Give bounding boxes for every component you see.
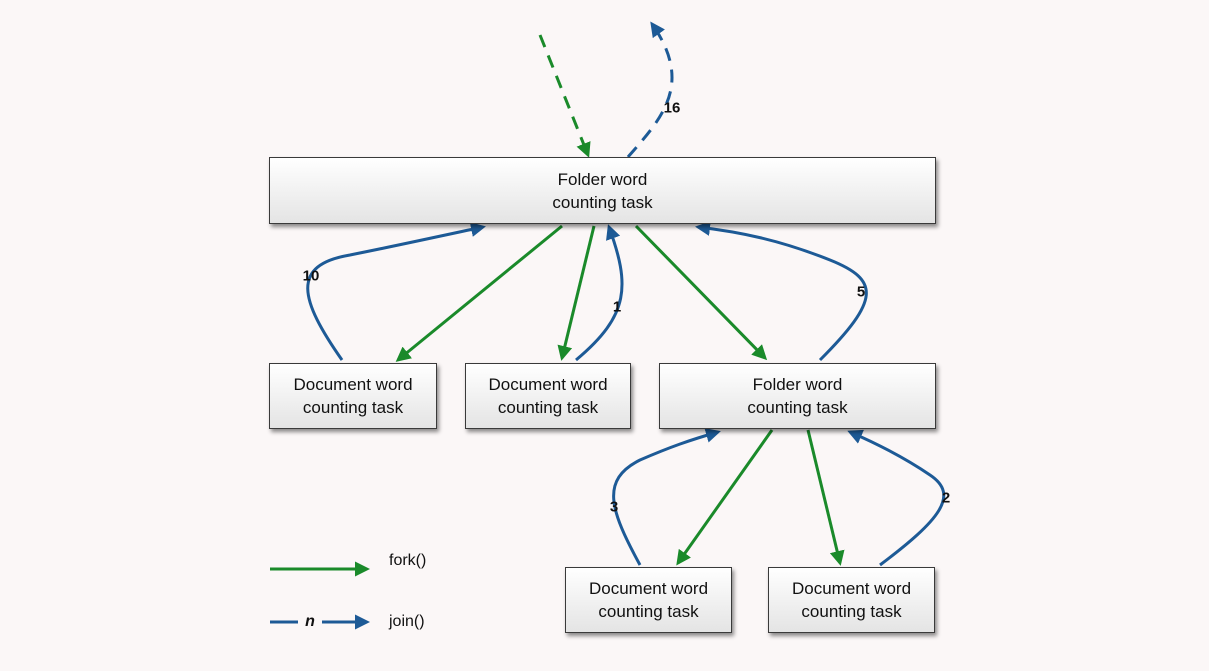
join-label-folder-sub: 5 bbox=[856, 283, 866, 301]
fork-arrow-folder-sub-to-doc-d bbox=[806, 429, 845, 566]
document-task-b-line2: counting task bbox=[497, 398, 599, 417]
document-task-b-line1: Document word bbox=[488, 375, 608, 394]
document-task-b: Document word counting task bbox=[465, 363, 631, 429]
document-task-a-line2: counting task bbox=[302, 398, 404, 417]
join-arrow-folder-sub-to-root bbox=[695, 220, 868, 362]
join-arrow-doc-a-to-root bbox=[306, 222, 486, 361]
join-label-doc-a: 10 bbox=[302, 267, 320, 285]
fork-arrow-folder-sub-to-doc-c bbox=[676, 429, 774, 566]
folder-task-root-line2: counting task bbox=[552, 192, 653, 212]
document-task-c-line2: counting task bbox=[598, 602, 699, 621]
join-label-doc-c: 3 bbox=[609, 498, 619, 516]
folder-task-root: Folder word counting task bbox=[269, 157, 936, 224]
document-task-d-line1: Document word bbox=[791, 579, 912, 598]
document-task-c-line1: Document word bbox=[588, 579, 709, 598]
join-label-doc-d: 2 bbox=[941, 489, 951, 507]
legend-join-label: join() bbox=[389, 613, 425, 630]
join-arrow-doc-d-to-folder-sub bbox=[847, 429, 946, 567]
document-task-a: Document word counting task bbox=[269, 363, 437, 429]
join-arrow-doc-c-to-folder-sub bbox=[612, 428, 721, 566]
legend-join-marker: n bbox=[305, 613, 315, 630]
join-arrow-doc-b-to-root bbox=[575, 224, 624, 362]
folder-task-sub: Folder word counting task bbox=[659, 363, 936, 429]
folder-task-sub-line2: counting task bbox=[747, 398, 848, 417]
document-task-c: Document word counting task bbox=[565, 567, 732, 633]
fork-arrow-root-to-doc-b bbox=[557, 225, 596, 361]
folder-task-root-line1: Folder word bbox=[557, 169, 648, 189]
document-task-d-line2: counting task bbox=[801, 602, 902, 621]
document-task-d: Document word counting task bbox=[768, 567, 935, 633]
folder-task-sub-line1: Folder word bbox=[752, 375, 843, 394]
fork-arrow-incoming bbox=[538, 34, 591, 158]
legend-fork-label: fork() bbox=[389, 552, 427, 569]
join-label-doc-b: 1 bbox=[612, 298, 622, 316]
join-label-top: 16 bbox=[663, 99, 681, 117]
fork-arrow-root-to-doc-a bbox=[395, 224, 563, 362]
fork-arrow-root-to-folder-sub bbox=[634, 224, 768, 361]
join-arrow-outgoing bbox=[626, 21, 674, 158]
document-task-a-line1: Document word bbox=[293, 375, 413, 394]
